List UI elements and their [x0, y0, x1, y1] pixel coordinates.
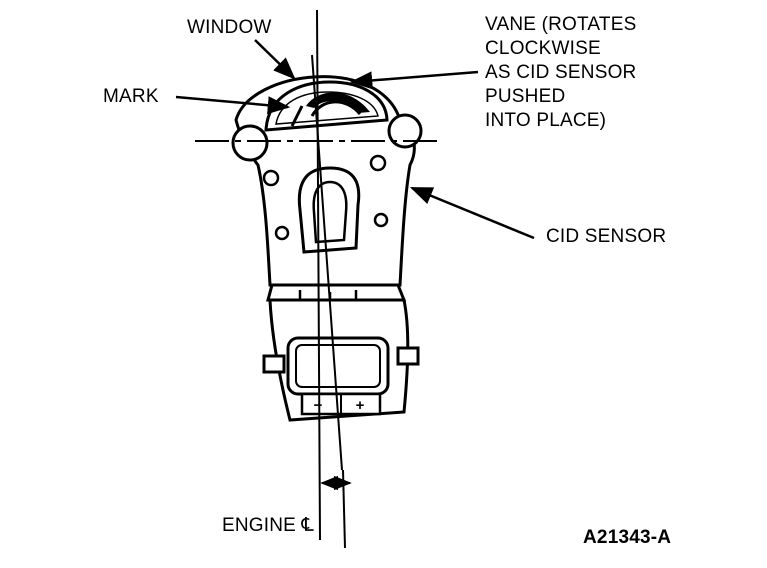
terminal-minus: − — [314, 397, 323, 414]
bolt-hole — [262, 169, 280, 187]
connector-face-inner — [295, 344, 381, 388]
cid-sensor-leader — [409, 186, 535, 240]
left-mounting-ear — [231, 124, 269, 162]
vane-label-line-2: CLOCKWISE — [485, 38, 601, 59]
bolt-hole — [373, 212, 389, 228]
vane-label-line-5: INTO PLACE) — [485, 110, 607, 131]
figure-id: A21343-A — [583, 527, 672, 548]
mark-leader — [175, 95, 291, 115]
right-latch — [396, 346, 420, 366]
vane-leader — [349, 70, 479, 90]
left-latch — [262, 354, 286, 374]
sensor-neck — [266, 283, 407, 302]
mark-label: MARK — [103, 86, 159, 107]
bolt-hole — [274, 225, 290, 241]
vane-label-line-1: VANE (ROTATES — [485, 14, 637, 35]
vane-label-line-4: PUSHED — [485, 86, 566, 107]
window-mark — [290, 105, 304, 127]
cid-sensor-label: CID SENSOR — [546, 226, 667, 247]
vane-label-line-3: AS CID SENSOR — [485, 62, 637, 83]
window-leader — [254, 39, 296, 80]
engine-centerline-label: ENGINE ℄ — [222, 515, 314, 536]
angle-dimension-extension — [342, 469, 346, 549]
bolt-hole — [369, 154, 387, 172]
right-mounting-ear — [387, 113, 423, 149]
window-label: WINDOW — [187, 17, 272, 38]
terminal-plus: + — [356, 397, 365, 414]
engine-centerline-line — [316, 9, 321, 541]
